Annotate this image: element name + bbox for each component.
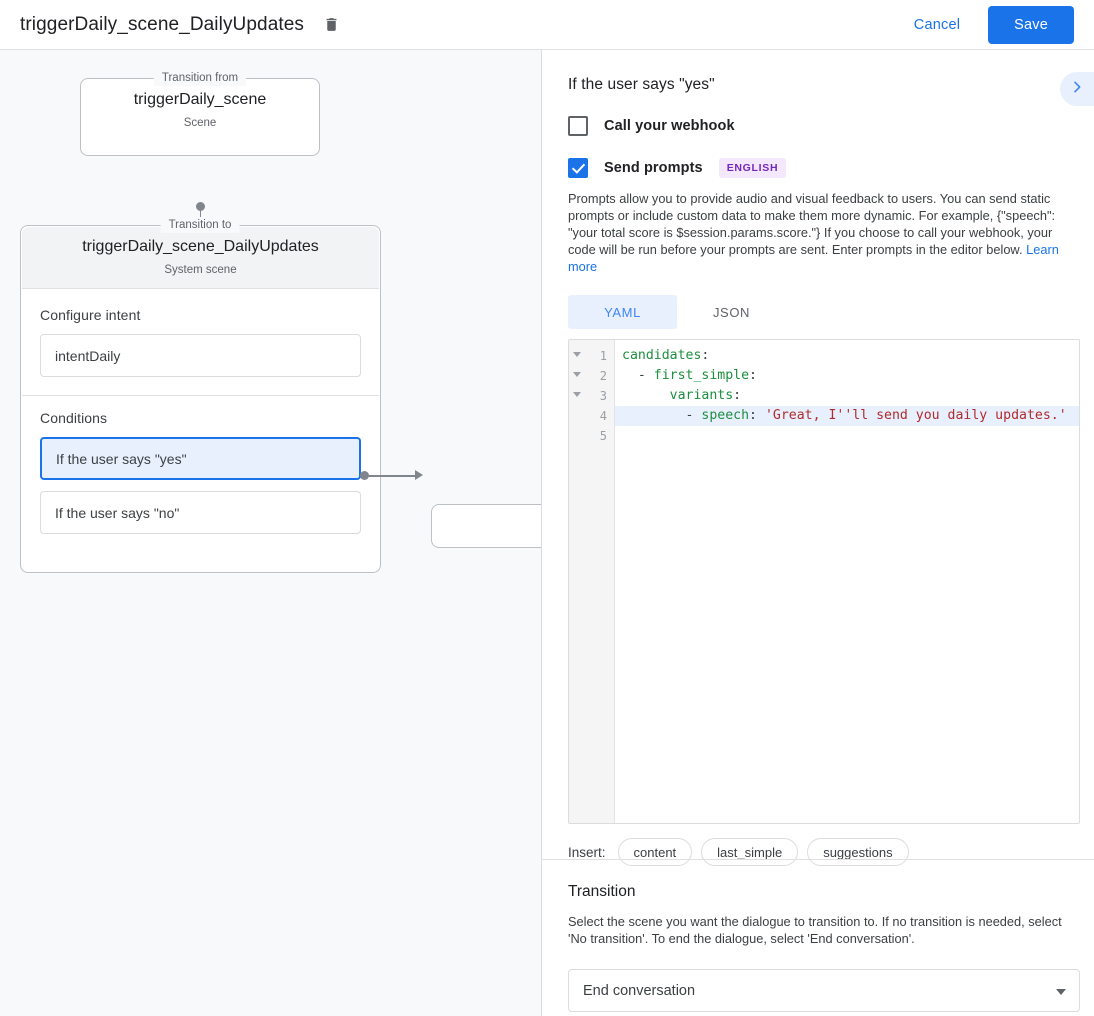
panel-section-divider: [542, 859, 1094, 860]
connector-arrow-right: [415, 470, 423, 480]
editor-line-number: 2: [569, 366, 614, 386]
top-toolbar: triggerDaily_scene_DailyUpdates Cancel S…: [0, 0, 1094, 50]
conditions-section: Conditions If the user says "yes" If the…: [22, 392, 379, 552]
trash-icon: [323, 16, 340, 33]
tab-json[interactable]: JSON: [712, 304, 751, 320]
transition-from-title: triggerDaily_scene: [133, 91, 267, 108]
transition-from-node[interactable]: Transition from triggerDaily_scene Scene: [80, 70, 320, 156]
transition-from-legend: Transition from: [153, 70, 247, 86]
prompt-code-editor[interactable]: 1 2 3 4 5 candidates: - first_simple: varian…: [568, 339, 1080, 824]
transition-heading: Transition: [568, 883, 636, 900]
line-number: 1: [599, 349, 607, 363]
send-prompts-checkbox[interactable]: [568, 158, 588, 178]
editor-line-number: 5: [569, 426, 614, 446]
collapse-panel-button[interactable]: [1060, 72, 1094, 106]
language-badge: ENGLISH: [718, 158, 787, 178]
chevron-down-icon: [1056, 989, 1066, 995]
delete-button[interactable]: [318, 12, 344, 38]
code-token: -: [622, 408, 702, 423]
transition-description: Select the scene you want the dialogue t…: [568, 914, 1062, 946]
line-number: 2: [599, 369, 607, 383]
code-token: -: [622, 368, 654, 383]
code-token: 'Great, I''ll send you daily updates.': [764, 408, 1067, 423]
line-number: 4: [599, 409, 607, 423]
line-number: 5: [599, 429, 607, 443]
code-token: :: [733, 388, 742, 403]
insert-chip-suggestions[interactable]: suggestions: [807, 838, 909, 866]
editor-line-number: 1: [569, 346, 614, 366]
editor-format-tabs: YAML JSON: [568, 295, 1068, 329]
editor-code-line[interactable]: variants:: [615, 386, 1079, 406]
prompts-help-text: Prompts allow you to provide audio and v…: [568, 190, 1068, 275]
transition-to-header: triggerDaily_scene_DailyUpdates System s…: [22, 227, 379, 289]
insert-chips-row: Insert: content last_simple suggestions: [568, 838, 1068, 866]
transition-to-title: triggerDaily_scene_DailyUpdates: [82, 238, 319, 255]
transition-selected-value: End conversation: [583, 982, 696, 999]
configure-intent-section: Configure intent intentDaily: [22, 289, 379, 396]
scene-graph-canvas[interactable]: Transition from triggerDaily_scene Scene…: [0, 50, 541, 1016]
editor-code-line[interactable]: - speech: 'Great, I''ll send you daily u…: [615, 406, 1079, 426]
condition-item-yes[interactable]: If the user says "yes": [40, 437, 361, 480]
insert-chip-last-simple[interactable]: last_simple: [701, 838, 799, 866]
code-token: :: [749, 408, 765, 423]
code-token: first_simple: [653, 368, 750, 383]
transition-target-select[interactable]: End conversation: [568, 969, 1080, 1012]
fold-triangle-icon[interactable]: [573, 352, 581, 357]
editor-code-line[interactable]: [615, 426, 1079, 446]
fold-triangle-icon[interactable]: [573, 392, 581, 397]
configure-intent-label: Configure intent: [40, 307, 141, 323]
code-token: candidates: [622, 348, 702, 363]
connector-dot-condition: [360, 471, 369, 480]
connector-line-horizontal: [367, 475, 419, 477]
editor-gutter: 1 2 3 4 5: [569, 340, 615, 823]
learn-more-link[interactable]: Learn more: [568, 242, 1059, 274]
prompts-help-body: Prompts allow you to provide audio and v…: [568, 191, 1056, 257]
condition-item-no[interactable]: If the user says "no": [40, 491, 361, 534]
insert-label: Insert:: [568, 844, 606, 860]
intent-field[interactable]: intentDaily: [40, 334, 361, 377]
condition-details-panel: If the user says "yes" Call your webhook…: [541, 50, 1094, 1016]
call-webhook-label: Call your webhook: [604, 118, 735, 134]
fold-triangle-icon[interactable]: [573, 372, 581, 377]
transition-to-legend: Transition to: [160, 217, 240, 233]
code-token: variants: [669, 388, 734, 403]
editor-line-number: 3: [569, 386, 614, 406]
editor-code-line[interactable]: - first_simple:: [615, 366, 1079, 386]
send-prompts-row[interactable]: Send prompts ENGLISH: [568, 158, 1068, 178]
send-prompts-label: Send prompts: [604, 160, 703, 176]
transition-section: Transition Select the scene you want the…: [568, 883, 1080, 1012]
transition-to-subtitle: System scene: [164, 264, 237, 276]
chevron-right-icon: [1069, 79, 1085, 100]
cancel-button[interactable]: Cancel: [902, 9, 972, 41]
insert-chip-content[interactable]: content: [617, 838, 693, 866]
page-title: triggerDaily_scene_DailyUpdates: [20, 13, 305, 35]
save-button[interactable]: Save: [988, 5, 1074, 44]
editor-code-area[interactable]: candidates: - first_simple: variants: - …: [615, 340, 1079, 823]
node-border: triggerDaily_scene_DailyUpdates System s…: [20, 225, 381, 573]
transition-to-node[interactable]: triggerDaily_scene_DailyUpdates System s…: [20, 225, 381, 573]
transition-target-node[interactable]: [431, 504, 541, 548]
code-token: :: [701, 348, 710, 363]
code-token: [622, 388, 670, 403]
transition-from-subtitle: Scene: [183, 117, 217, 129]
call-webhook-row[interactable]: Call your webhook: [568, 116, 1068, 136]
call-webhook-checkbox[interactable]: [568, 116, 588, 136]
tab-yaml[interactable]: YAML: [568, 295, 677, 329]
code-token: :: [749, 368, 757, 383]
editor-line-number: 4: [569, 406, 614, 426]
editor-code-line[interactable]: candidates:: [615, 346, 1079, 366]
panel-content: If the user says "yes" Call your webhook…: [542, 50, 1094, 866]
conditions-label: Conditions: [40, 410, 108, 426]
code-token: speech: [701, 408, 750, 423]
panel-heading: If the user says "yes": [568, 76, 715, 93]
line-number: 3: [599, 389, 607, 403]
